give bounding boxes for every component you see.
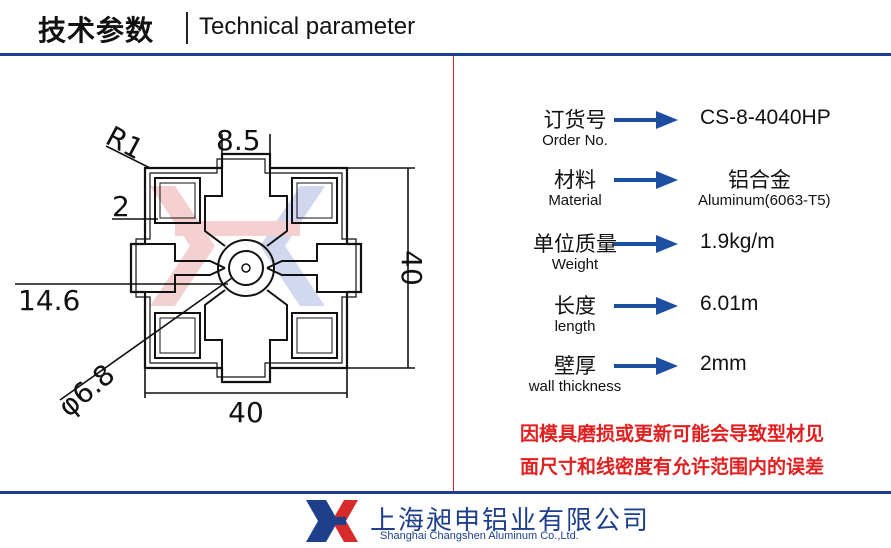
param-wall-thickness: 壁厚 wall thickness 2mm	[470, 350, 880, 406]
param-value: CS-8-4040HP	[700, 106, 831, 129]
param-label-cn: 订货号	[543, 108, 607, 132]
dim-width: 40	[228, 396, 264, 429]
param-label-cn: 壁厚	[554, 354, 596, 378]
header: 技术参数 Technical parameter	[0, 0, 891, 54]
dim-r1: R1	[101, 120, 149, 167]
param-material: 材料 Material 铝合金 Aluminum(6063-T5)	[470, 164, 880, 220]
header-title-en: Technical parameter	[199, 13, 416, 40]
central-core	[217, 239, 275, 297]
arrow-right-icon	[614, 357, 678, 375]
param-label-en: Order No.	[542, 132, 608, 149]
vertical-divider	[453, 56, 454, 492]
dim-wall-thickness: 2	[112, 190, 130, 223]
bottom-divider	[0, 491, 891, 494]
param-label-en: Weight	[551, 256, 599, 273]
param-value: 6.01m	[700, 292, 759, 315]
company-logo	[306, 500, 358, 542]
dim-hole: φ6.8	[52, 358, 121, 424]
dim-height: 40	[395, 250, 428, 286]
dimension-lines	[15, 134, 415, 401]
profile-drawing: R1 8.5 2 40 14.6 φ6.8 40	[15, 120, 428, 429]
param-label-en: length	[554, 318, 596, 335]
arrow-right-icon	[614, 235, 678, 253]
header-separator	[186, 12, 188, 44]
param-label-en: wall thickness	[528, 378, 622, 395]
watermark-logo	[150, 186, 325, 306]
param-value: 1.9kg/m	[700, 230, 775, 253]
top-divider	[0, 53, 891, 56]
tolerance-note-line2: 面尺寸和线密度有允许范围内的误差	[519, 456, 824, 478]
t-slots	[145, 168, 347, 368]
param-label-cn: 材料	[554, 168, 596, 192]
param-value-sub: Aluminum(6063-T5)	[698, 192, 831, 209]
param-order-no: 订货号 Order No. CS-8-4040HP	[470, 104, 880, 160]
param-label-en: Material	[548, 192, 602, 209]
arrow-right-icon	[614, 111, 678, 129]
param-label-cn: 单位质量	[533, 232, 617, 256]
param-weight: 单位质量 Weight 1.9kg/m	[470, 228, 880, 284]
dim-slot-width: 8.5	[216, 124, 261, 157]
param-label-cn: 长度	[554, 294, 596, 318]
company-name-en: Shanghai Changshen Aluminum Co.,Ltd.	[380, 530, 579, 542]
corner-cavities	[154, 177, 338, 359]
param-value: 2mm	[700, 352, 747, 375]
arrow-right-icon	[614, 297, 678, 315]
param-length: 长度 length 6.01m	[470, 290, 880, 346]
arrow-right-icon	[614, 171, 678, 189]
dim-inner: 14.6	[18, 284, 80, 317]
company-name-cn: 上海昶申铝业有限公司	[370, 506, 651, 536]
tolerance-note-line1: 因模具磨损或更新可能会导致型材见	[519, 423, 824, 445]
header-title-cn: 技术参数	[38, 14, 155, 47]
param-value-cn: 铝合金	[728, 168, 791, 192]
